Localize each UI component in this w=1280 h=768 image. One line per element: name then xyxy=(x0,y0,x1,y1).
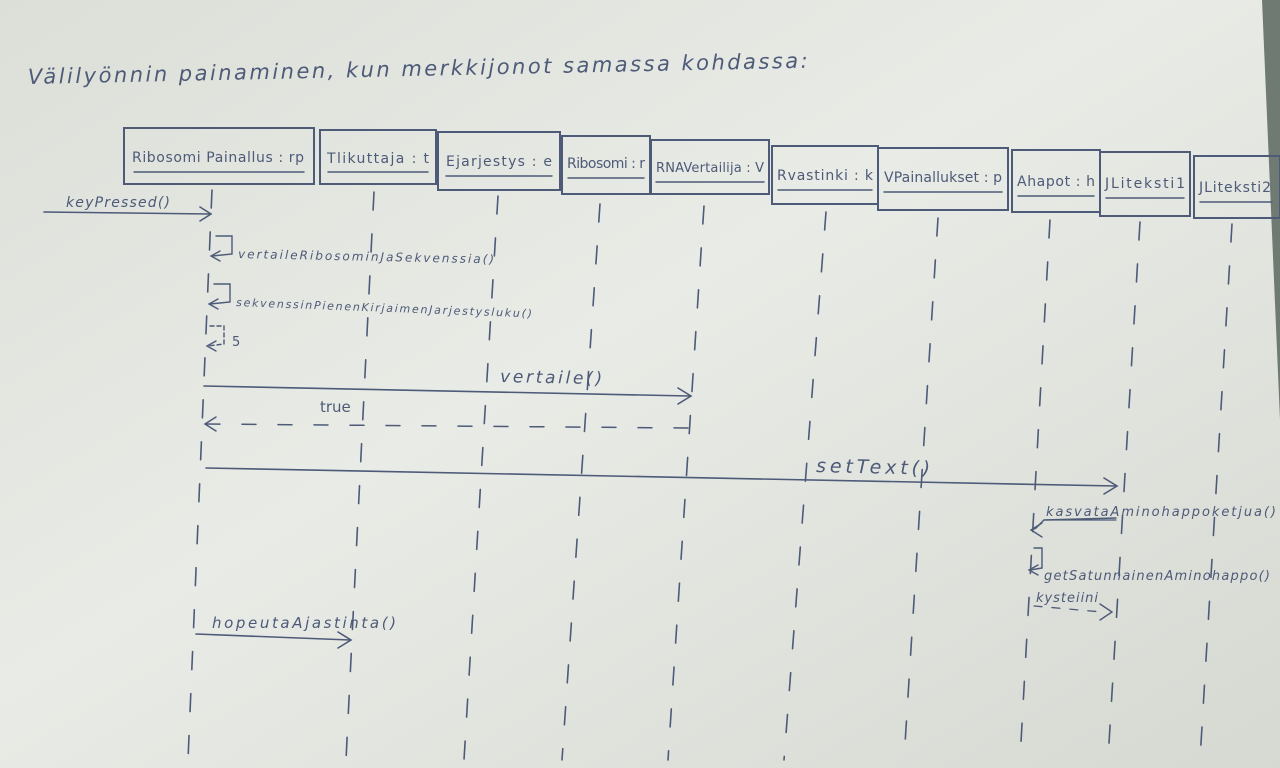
message-return-true: true xyxy=(203,398,689,432)
lifeline-r: Ribosomi : r xyxy=(561,135,651,195)
message-return-kysteiini-label: kysteiini xyxy=(1036,591,1098,606)
lifeline-jl1-stem xyxy=(1107,221,1141,761)
lifeline-h-stem xyxy=(1019,219,1051,761)
lifeline-t-stem xyxy=(345,191,375,761)
lifeline-v-label: RNAVertailija : V xyxy=(656,161,764,176)
lifeline-t-label: Tlikuttaja : t xyxy=(326,151,430,167)
lifeline-p: VPainallukset : p xyxy=(877,147,1009,211)
message-return-kysteiini: kysteiini xyxy=(1033,591,1114,621)
message-kasvata-aminohappoketjua: kasvataAminohappoketjua() xyxy=(1029,505,1276,538)
diagram-title: Välilyönnin painaminen, kun merkkijonot … xyxy=(28,49,808,89)
lifeline-jl2-stem xyxy=(1199,223,1233,761)
lifeline-r-label: Ribosomi : r xyxy=(567,156,645,172)
message-vertaile: vertaile() xyxy=(203,367,693,405)
lifeline-r-stem xyxy=(561,203,601,761)
lifeline-p-label: VPainallukset : p xyxy=(884,170,1002,186)
lifeline-p-stem xyxy=(903,217,939,761)
message-sekvenssin-jarjestysluku: sekvenssinPienenKirjaimenJarjestysluku() xyxy=(207,283,532,320)
lifeline-e-label: Ejarjestys : e xyxy=(446,154,552,170)
lifeline-stems xyxy=(187,189,1233,761)
message-sekvenssin-jarjestysluku-label: sekvenssinPienenKirjaimenJarjestysluku() xyxy=(236,296,532,320)
message-hopeuta-ajastinta: hopeutaAjastinta() xyxy=(195,614,396,649)
lifeline-h: Ahapot : h xyxy=(1011,149,1101,213)
lifeline-e-stem xyxy=(463,195,499,761)
lifeline-k-label: Rvastinki : k xyxy=(777,168,874,184)
message-vertaile-ribosomin-label: vertaileRibosominJaSekvenssia() xyxy=(238,247,494,266)
message-keypressed-label: keyPressed() xyxy=(66,195,170,211)
lifeline-rp-label: Ribosomi Painallus : rp xyxy=(132,150,304,166)
message-vertaile-ribosomin: vertaileRibosominJaSekvenssia() xyxy=(209,235,494,266)
lifeline-k-stem xyxy=(783,211,827,761)
message-vertaile-label: vertaile() xyxy=(500,367,602,389)
lifeline-jl2-label: JLiteksti2 xyxy=(1198,180,1271,196)
message-return-5-label: 5 xyxy=(232,335,240,350)
message-kasvata-aminohappoketjua-label: kasvataAminohappoketjua() xyxy=(1046,505,1276,520)
lifeline-jl1-label: JLiteksti1 xyxy=(1104,176,1185,192)
message-settext-label: setText() xyxy=(816,455,931,480)
lifeline-t: Tlikuttaja : t xyxy=(319,129,437,185)
lifeline-h-label: Ahapot : h xyxy=(1017,174,1095,190)
message-keypressed: keyPressed() xyxy=(43,195,213,222)
lifeline-k: Rvastinki : k xyxy=(771,145,879,205)
message-get-satunnainen-aminohappo-label: getSatunnainenAminohappo() xyxy=(1044,569,1270,584)
message-hopeuta-ajastinta-label: hopeutaAjastinta() xyxy=(212,614,396,632)
message-settext: setText() xyxy=(205,455,1119,495)
lifeline-rp-stem xyxy=(187,189,213,761)
lifeline-v-stem xyxy=(667,205,705,761)
message-get-satunnainen-aminohappo: getSatunnainenAminohappo() xyxy=(1027,547,1270,584)
lifeline-jl2: JLiteksti2 xyxy=(1193,155,1280,219)
lifeline-jl1: JLiteksti1 xyxy=(1099,151,1191,217)
lifeline-rp: Ribosomi Painallus : rp xyxy=(123,127,315,185)
lifeline-e: Ejarjestys : e xyxy=(437,131,561,191)
lifeline-v: RNAVertailija : V xyxy=(650,139,770,195)
message-return-true-label: true xyxy=(320,398,351,416)
message-return-5: 5 xyxy=(205,325,240,352)
